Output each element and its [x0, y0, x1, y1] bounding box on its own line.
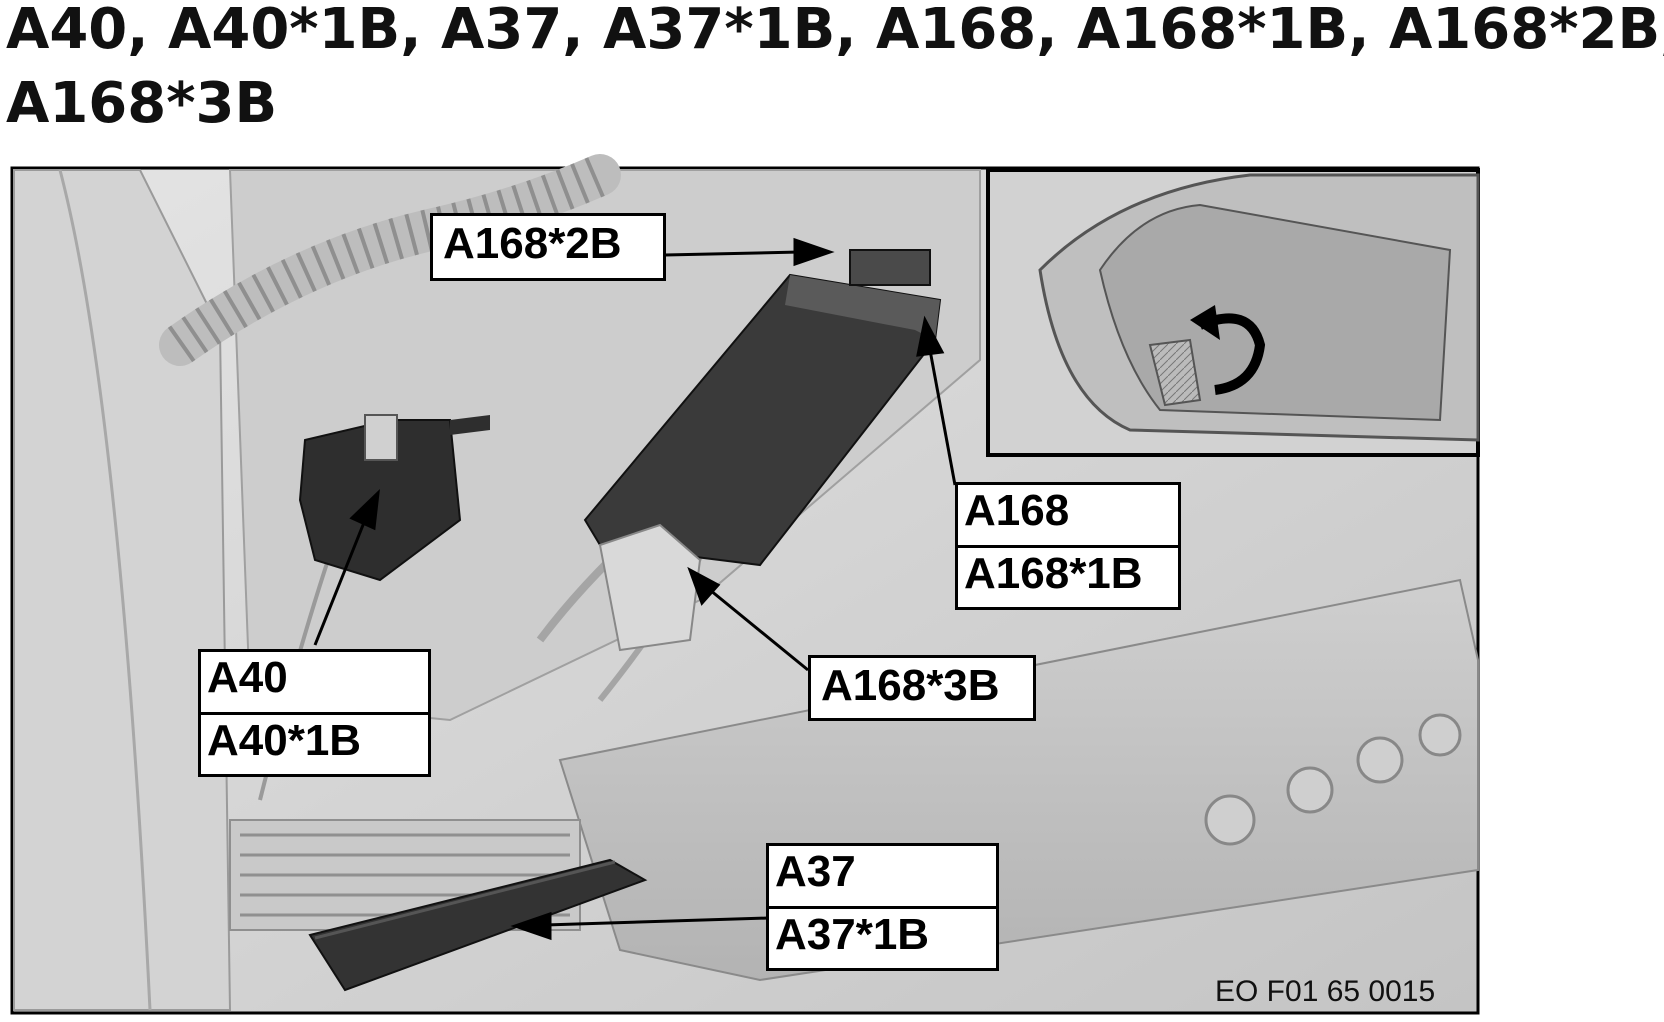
- callout-a40: A40 A40*1B: [198, 649, 431, 777]
- callout-a168-label: A168: [964, 486, 1070, 535]
- callout-a40-1b-label: A40*1B: [201, 712, 428, 772]
- inset-trunk-view: [986, 168, 1480, 457]
- callout-a168-3b: A168*3B: [808, 655, 1036, 721]
- a37-antenna: [308, 858, 648, 992]
- callout-a37-label: A37: [775, 847, 856, 896]
- leader-arrows: [313, 237, 957, 941]
- page-title-line-1: A40, A40*1B, A37, A37*1B, A168, A168*1B,…: [6, 0, 1664, 62]
- figure-reference-id: EO F01 65 0015: [1215, 975, 1436, 1008]
- page-title-line-2: A168*3B: [6, 71, 278, 136]
- callout-a168: A168 A168*1B: [955, 482, 1181, 610]
- corrugated-hose: [159, 154, 621, 366]
- callout-a37-1b-label: A37*1B: [769, 906, 996, 966]
- callout-a168-3b-label: A168*3B: [821, 661, 1000, 710]
- callout-a168-1b-label: A168*1B: [958, 545, 1178, 605]
- callout-a168-2b-label: A168*2B: [443, 219, 622, 268]
- callout-a168-2b: A168*2B: [430, 213, 666, 281]
- a40-unit: [298, 414, 490, 582]
- a168-control-module: [583, 249, 942, 567]
- callout-a37: A37 A37*1B: [766, 843, 999, 971]
- callout-a40-label: A40: [207, 653, 288, 702]
